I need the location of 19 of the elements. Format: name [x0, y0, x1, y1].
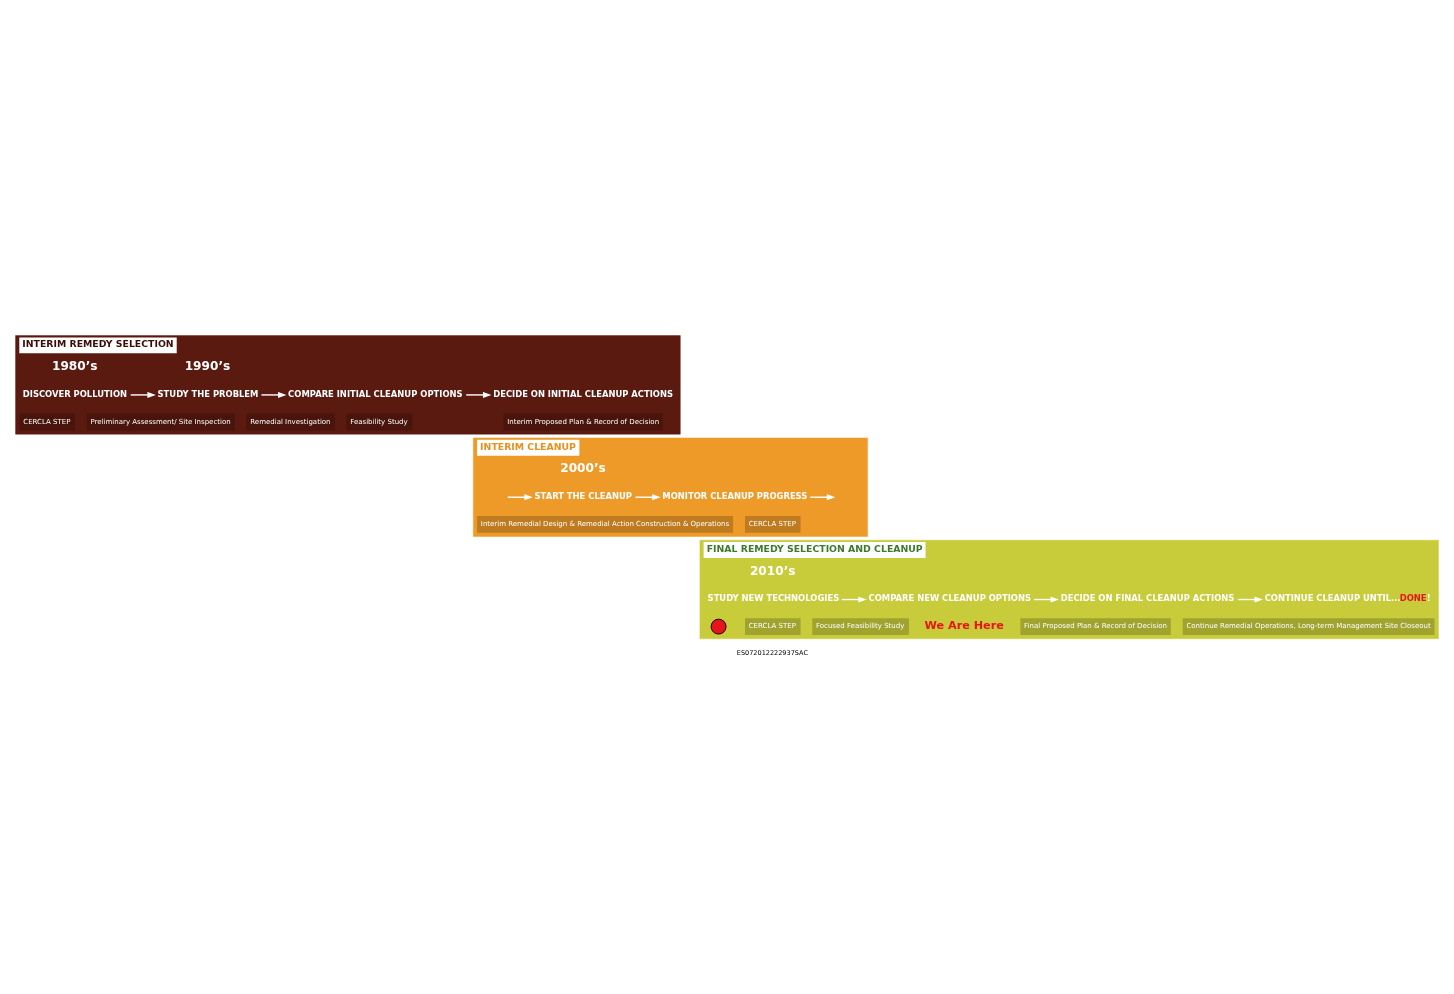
arrow — [260, 392, 287, 398]
arrow — [130, 392, 156, 398]
node-text: MONITOR CLEANUP PROGRESS — [662, 490, 808, 501]
node-text: DECIDE ON INITIAL CLEANUP ACTIONS — [493, 388, 674, 399]
label: 1980’s — [51, 359, 98, 374]
label: 1990’s — [184, 359, 231, 374]
node-text: DISCOVER POLLUTION — [22, 388, 128, 399]
label: 2010’s — [749, 563, 796, 578]
node-circle — [710, 618, 727, 635]
node-text: STUDY THE PROBLEM — [157, 388, 259, 399]
node-text: DECIDE ON FINAL CLEANUP ACTIONS — [1060, 593, 1235, 604]
node-text: CONTINUE CLEANUP UNTIL...DONE! — [1264, 593, 1431, 604]
node-text: We Are Here — [924, 619, 1004, 633]
label: 2000’s — [560, 461, 606, 476]
node-text: START THE CLEANUP — [534, 490, 632, 501]
node-text: COMPARE INITIAL CLEANUP OPTIONS — [288, 388, 463, 399]
arrow — [465, 392, 492, 398]
node-text: STUDY NEW TECHNOLOGIES — [707, 593, 840, 604]
node-text: COMPARE NEW CLEANUP OPTIONS — [868, 593, 1032, 604]
